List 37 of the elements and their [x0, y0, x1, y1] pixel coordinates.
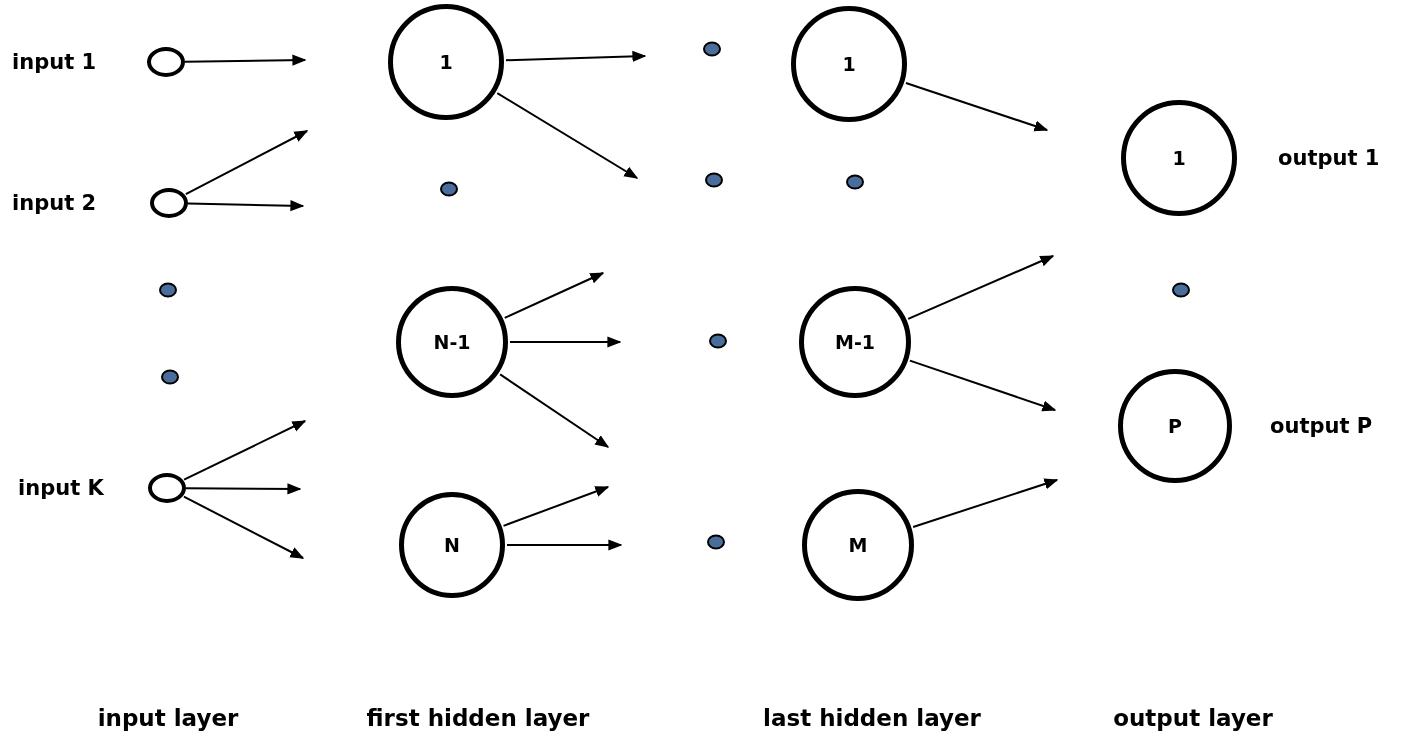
arrow — [908, 359, 1057, 412]
layer-label: last hidden layer — [763, 705, 981, 731]
arrow — [185, 483, 302, 495]
node-caption: output 1 — [1278, 146, 1380, 170]
node-label: P — [1168, 415, 1182, 437]
layer-label: input layer — [97, 705, 239, 731]
node-label: 1 — [439, 51, 453, 73]
arrow — [503, 272, 605, 319]
arrow — [499, 373, 610, 448]
arrow — [907, 255, 1055, 320]
arrow — [184, 54, 307, 66]
arrow — [182, 495, 305, 559]
node-label: 1 — [842, 53, 856, 75]
node-caption: input K — [18, 476, 104, 500]
arrow — [187, 200, 305, 212]
arrow — [904, 81, 1049, 132]
node-label: N-1 — [433, 331, 471, 353]
node-label: M — [848, 534, 868, 556]
node-label: N — [444, 534, 460, 556]
arrow — [509, 336, 622, 348]
arrow — [496, 92, 639, 179]
arrow — [912, 478, 1059, 528]
layer-label: output layer — [1113, 705, 1273, 731]
node-label: 1 — [1172, 147, 1186, 169]
node-caption: input 2 — [12, 191, 97, 215]
layer-label: first hidden layer — [366, 705, 590, 731]
arrow — [184, 130, 309, 196]
arrow — [502, 486, 610, 527]
input-node — [150, 188, 188, 218]
arrow — [183, 420, 307, 481]
node-label: M-1 — [835, 331, 875, 353]
node-caption: output P — [1270, 414, 1373, 438]
node-caption: input 1 — [12, 50, 97, 74]
input-node — [148, 473, 186, 503]
arrow — [506, 539, 623, 551]
input-node — [147, 47, 185, 77]
arrow — [504, 50, 647, 62]
